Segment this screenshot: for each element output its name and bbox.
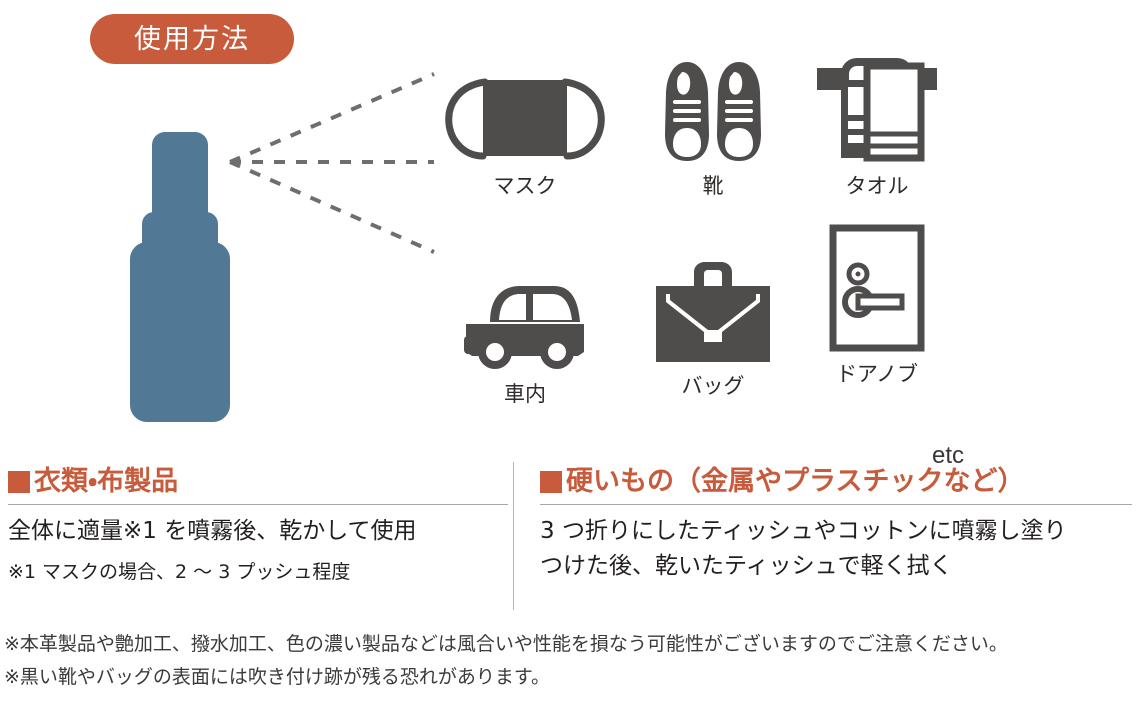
usage-columns-divider — [513, 462, 514, 610]
target-item-shoes: 靴 — [628, 52, 798, 197]
briefcase-icon — [628, 252, 798, 364]
target-item-label: ドアノブ — [835, 362, 919, 386]
usage-heading-text: 衣類・布製品 — [34, 466, 179, 497]
usage-column-heading: 硬いもの（金属やプラスチックなど） — [540, 468, 1132, 495]
heading-rule — [8, 504, 508, 505]
footnote-line: ※本革製品や艶加工、撥水加工、色の濃い製品などは風合いや性能を損なう可能性がござ… — [4, 633, 1008, 655]
target-item-label: タオル — [845, 174, 909, 198]
target-item-label: バッグ — [681, 374, 745, 398]
spray-bottle-icon — [128, 132, 236, 422]
shoes-icon — [628, 52, 798, 164]
target-item-towel: タオル — [792, 52, 962, 197]
bullet-square-icon — [540, 470, 562, 493]
target-item-bag: バッグ — [628, 252, 798, 397]
heading-rule — [540, 504, 1132, 505]
usage-column-fabric: 衣類・布製品 全体に適量※1 を噴霧後、乾かして使用 ※1 マスクの場合、2 〜… — [8, 468, 508, 586]
target-item-car: 車内 — [440, 260, 610, 405]
usage-footnote-line: ※1 マスクの場合、2 〜 3 プッシュ程度 — [8, 560, 351, 583]
usage-heading-text: 硬いもの（金属やプラスチックなど） — [566, 466, 1025, 497]
target-surfaces-grid: マスク — [440, 52, 1040, 468]
target-item-label: 車内 — [504, 382, 546, 406]
towel-icon — [792, 52, 962, 164]
usage-instructions: 衣類・布製品 全体に適量※1 を噴霧後、乾かして使用 ※1 マスクの場合、2 〜… — [0, 468, 1138, 613]
target-item-label: 靴 — [702, 174, 724, 198]
etc-label: etc — [932, 442, 965, 469]
bullet-square-icon — [8, 470, 30, 493]
target-item-door-knob: ドアノブ — [792, 224, 962, 386]
usage-body-line: つけた後、乾いたティッシュで軽く拭く — [540, 552, 953, 579]
usage-column-hard-surfaces: 硬いもの（金属やプラスチックなど） 3 つ折りにしたティッシュやコットンに噴霧し… — [540, 468, 1132, 582]
face-mask-icon — [440, 52, 610, 164]
usage-section-badge: 使用方法 — [90, 14, 294, 64]
spray-rays-icon — [222, 60, 452, 270]
car-icon — [440, 260, 610, 372]
target-item-mask: マスク — [440, 52, 610, 197]
usage-section-badge-label: 使用方法 — [134, 23, 250, 55]
usage-body-line: 3 つ折りにしたティッシュやコットンに噴霧し塗り — [540, 518, 1067, 544]
usage-column-heading: 衣類・布製品 — [8, 468, 508, 495]
footnote-line: ※黒い靴やバッグの表面には吹き付け跡が残る恐れがあります。 — [4, 666, 551, 689]
target-item-label: マスク — [493, 174, 557, 198]
footnotes: ※本革製品や艶加工、撥水加工、色の濃い製品などは風合いや性能を損なう可能性がござ… — [4, 628, 1134, 695]
door-knob-icon — [792, 224, 962, 352]
usage-body-line: 全体に適量※1 を噴霧後、乾かして使用 — [8, 518, 417, 544]
